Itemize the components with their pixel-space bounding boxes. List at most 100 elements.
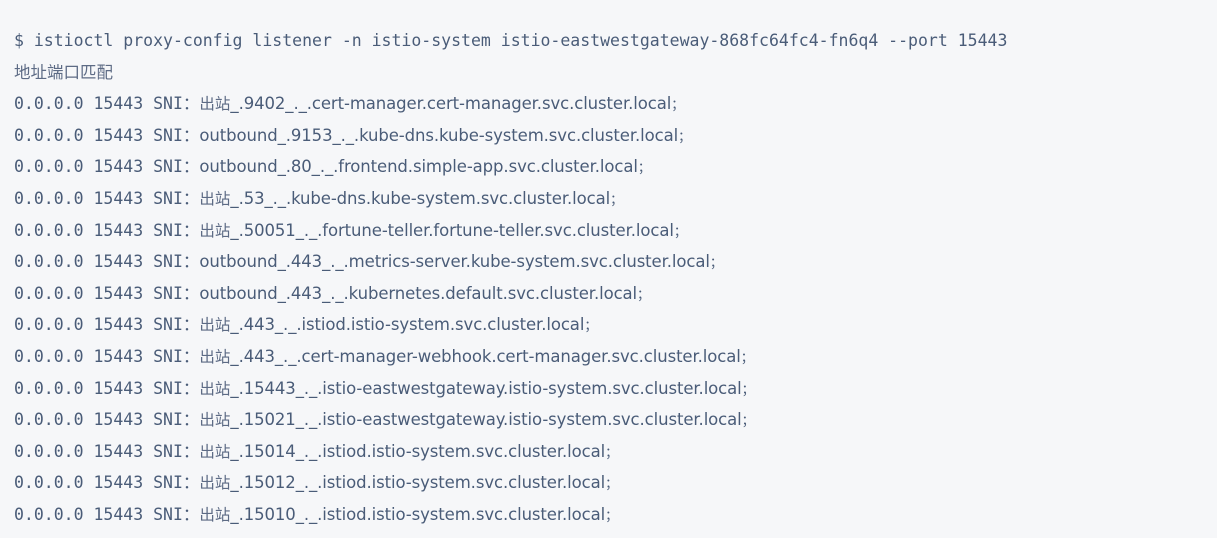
row-gap xyxy=(143,157,153,176)
row-gap xyxy=(143,252,153,271)
row-direction: 出站 xyxy=(199,189,231,208)
prompt-sigil: $ xyxy=(14,31,24,50)
row-sni-label: SNI： xyxy=(153,410,200,430)
row-port: 15443 xyxy=(93,410,144,430)
row-gap xyxy=(84,379,94,398)
row-terminator: ； xyxy=(605,477,619,493)
row-address: 0.0.0.0 xyxy=(14,94,84,114)
listener-row: 0.0.0.0 15443 SNI：出站_.443_._.istiod.isti… xyxy=(14,309,1217,341)
row-port: 15443 xyxy=(93,473,144,493)
row-terminator: ； xyxy=(610,192,624,208)
row-sni-label: SNI： xyxy=(153,220,200,240)
row-address: 0.0.0.0 xyxy=(14,252,84,272)
row-gap xyxy=(84,442,94,461)
row-gap xyxy=(84,157,94,176)
row-sni-value: _.443_._.metrics-server.kube-system.svc.… xyxy=(277,252,710,272)
row-gap xyxy=(84,284,94,303)
row-gap xyxy=(143,315,153,334)
header-note: 地址端口匹配 xyxy=(14,62,113,82)
row-sni-value: _.15021_._.istio-eastwestgateway.istio-s… xyxy=(230,410,742,430)
row-gap xyxy=(143,505,153,524)
row-address: 0.0.0.0 xyxy=(14,315,84,335)
row-address: 0.0.0.0 xyxy=(14,473,84,493)
row-address: 0.0.0.0 xyxy=(14,157,84,177)
row-gap xyxy=(84,221,94,240)
row-sni-label: SNI： xyxy=(153,504,200,524)
listener-row: 0.0.0.0 15443 SNI：出站_.53_._.kube-dns.kub… xyxy=(14,183,1217,215)
row-sni-label: SNI： xyxy=(153,473,200,493)
row-port: 15443 xyxy=(93,157,144,177)
row-address: 0.0.0.0 xyxy=(14,188,84,208)
row-direction: 出站 xyxy=(199,474,231,493)
row-gap xyxy=(143,189,153,208)
row-port: 15443 xyxy=(93,125,144,145)
listener-row: 0.0.0.0 15443 SNI：出站_.443_._.cert-manage… xyxy=(14,341,1217,373)
row-sni-label: SNI： xyxy=(153,378,200,398)
listener-row: 0.0.0.0 15443 SNI：出站_.15021_._.istio-eas… xyxy=(14,404,1217,436)
row-direction: 出站 xyxy=(199,411,231,430)
listener-row: 0.0.0.0 15443 SNI：出站_.50051_._.fortune-t… xyxy=(14,215,1217,247)
row-port: 15443 xyxy=(93,315,144,335)
row-sni-label: SNI： xyxy=(153,94,200,114)
row-direction: 出站 xyxy=(199,379,231,398)
listener-row: 0.0.0.0 15443 SNI：出站_.15010_._.istiod.is… xyxy=(14,499,1217,531)
row-port: 15443 xyxy=(93,504,144,524)
row-direction: 出站 xyxy=(199,221,231,240)
row-port: 15443 xyxy=(93,188,144,208)
row-sni-label: SNI： xyxy=(153,157,200,177)
row-direction: outbound xyxy=(199,252,278,272)
row-gap xyxy=(84,347,94,366)
row-direction: 出站 xyxy=(199,347,231,366)
row-terminator: ； xyxy=(671,98,685,114)
row-port: 15443 xyxy=(93,441,144,461)
row-gap xyxy=(84,315,94,334)
row-gap xyxy=(143,94,153,113)
listener-rows: 0.0.0.0 15443 SNI：出站_.9402_._.cert-manag… xyxy=(14,88,1217,530)
listener-row: 0.0.0.0 15443 SNI：出站_.15014_._.istiod.is… xyxy=(14,436,1217,468)
row-address: 0.0.0.0 xyxy=(14,125,84,145)
row-port: 15443 xyxy=(93,346,144,366)
row-gap xyxy=(84,189,94,208)
row-gap xyxy=(143,347,153,366)
row-port: 15443 xyxy=(93,220,144,240)
row-port: 15443 xyxy=(93,378,144,398)
row-port: 15443 xyxy=(93,252,144,272)
row-gap xyxy=(143,284,153,303)
row-address: 0.0.0.0 xyxy=(14,504,84,524)
row-address: 0.0.0.0 xyxy=(14,220,84,240)
row-sni-value: _.15012_._.istiod.istio-system.svc.clust… xyxy=(230,473,606,493)
row-direction: outbound xyxy=(199,283,278,303)
row-sni-label: SNI： xyxy=(153,283,200,303)
row-gap xyxy=(143,442,153,461)
listener-row: 0.0.0.0 15443 SNI：outbound_.443_._.metri… xyxy=(14,246,1217,278)
row-gap xyxy=(84,252,94,271)
row-sni-label: SNI： xyxy=(153,346,200,366)
row-sni-value: _.443_._.kubernetes.default.svc.cluster.… xyxy=(277,283,638,303)
row-terminator: ； xyxy=(740,350,754,366)
row-port: 15443 xyxy=(93,283,144,303)
row-sni-value: _.15014_._.istiod.istio-system.svc.clust… xyxy=(230,441,606,461)
row-sni-value: _.443_._.cert-manager-webhook.cert-manag… xyxy=(230,346,741,366)
row-sni-value: _.15443_._.istio-eastwestgateway.istio-s… xyxy=(230,378,742,398)
row-gap xyxy=(143,473,153,492)
row-direction: 出站 xyxy=(199,505,231,524)
row-gap xyxy=(84,505,94,524)
listener-row: 0.0.0.0 15443 SNI：outbound_.80_._.fronte… xyxy=(14,151,1217,183)
row-terminator: ； xyxy=(605,508,619,524)
listener-row: 0.0.0.0 15443 SNI：出站_.15012_._.istiod.is… xyxy=(14,467,1217,499)
row-sni-value: _.9402_._.cert-manager.cert-manager.svc.… xyxy=(230,94,672,114)
row-sni-value: _.15010_._.istiod.istio-system.svc.clust… xyxy=(230,504,606,524)
row-terminator: ； xyxy=(741,382,755,398)
row-direction: 出站 xyxy=(199,95,231,114)
row-sni-value: _.80_._.frontend.simple-app.svc.cluster.… xyxy=(277,157,638,177)
row-terminator: ； xyxy=(741,414,755,430)
command-line: $ istioctl proxy-config listener -n isti… xyxy=(14,25,1217,57)
row-sni-value: _.443_._.istiod.istio-system.svc.cluster… xyxy=(230,315,585,335)
row-sni-value: _.50051_._.fortune-teller.fortune-teller… xyxy=(230,220,674,240)
row-address: 0.0.0.0 xyxy=(14,346,84,366)
row-gap xyxy=(143,379,153,398)
command-text: istioctl proxy-config listener -n istio-… xyxy=(33,31,1008,50)
row-gap xyxy=(143,410,153,429)
row-terminator: ； xyxy=(678,129,692,145)
